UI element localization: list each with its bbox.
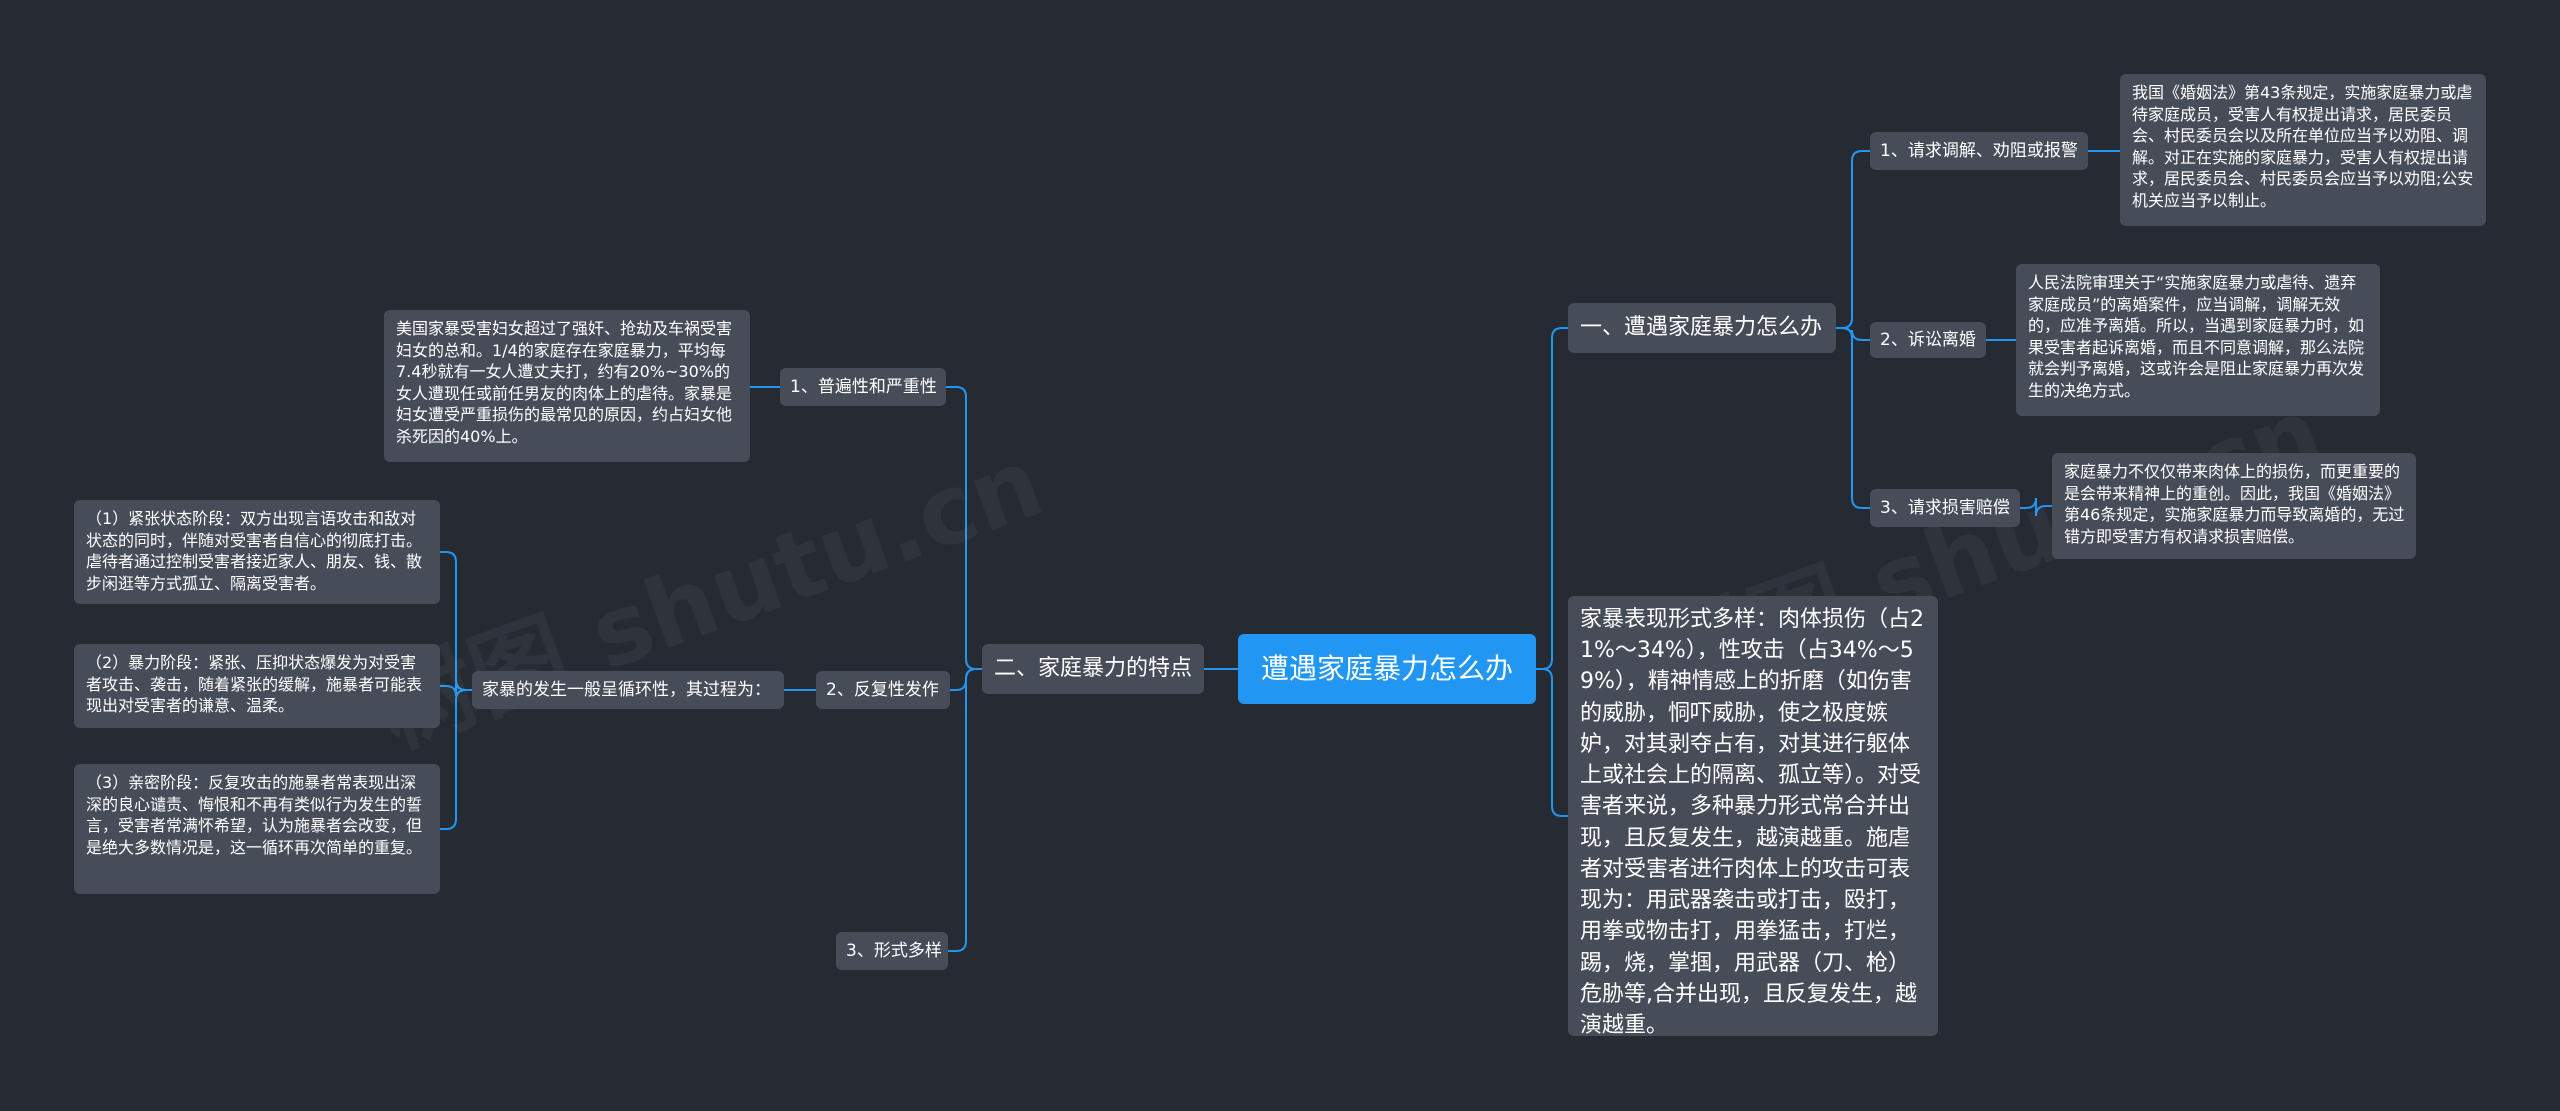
- edge-cycle-s2: [440, 679, 472, 697]
- edge-root-main2: [1536, 668, 1568, 817]
- main-topic-characteristics[interactable]: 二、家庭暴力的特点: [982, 644, 1204, 694]
- label-cycle: 家暴的发生一般呈循环性，其过程为：: [472, 671, 784, 709]
- text-stage-tension: （1）紧张状态阶段：双方出现言语攻击和敌对状态的同时，伴随对受害者自信心的彻底打…: [74, 500, 440, 604]
- root-topic[interactable]: 遭遇家庭暴力怎么办: [1238, 634, 1536, 704]
- label-divorce-suit[interactable]: 2、诉讼离婚: [1870, 322, 1986, 358]
- edge-main1-l3: [1836, 327, 1870, 509]
- main-topic-what-to-do[interactable]: 一、遭遇家庭暴力怎么办: [1568, 303, 1836, 353]
- edge-leftmain-l1: [946, 386, 982, 670]
- label-diverse-forms[interactable]: 3、形式多样: [836, 932, 948, 970]
- label-universality[interactable]: 1、普遍性和严重性: [780, 368, 946, 406]
- edge-leftmain-l3: [948, 668, 982, 952]
- edge-root-main1: [1536, 327, 1568, 670]
- edge-cycle-s3: [440, 689, 472, 830]
- text-divorce-suit: 人民法院审理关于“实施家庭暴力或虐待、遗弃家庭成员”的离婚案件，应当调解，调解无…: [2016, 264, 2380, 416]
- text-damage-compensation: 家庭暴力不仅仅带来肉体上的损伤，而更重要的是会带来精神上的重创。因此，我国《婚姻…: [2052, 453, 2416, 559]
- text-stage-intimacy: （3）亲密阶段：反复攻击的施暴者常表现出深深的良心谴责、悔恨和不再有类似行为发生…: [74, 764, 440, 894]
- violence-forms-text: 家暴表现形式多样：肉体损伤（占21%～34%），性攻击（占34%～59%），精神…: [1568, 596, 1938, 1038]
- label-damage-compensation[interactable]: 3、请求损害赔偿: [1870, 489, 2020, 527]
- label-request-mediation[interactable]: 1、请求调解、劝阻或报警: [1870, 132, 2088, 170]
- edge-l3-text: [2020, 497, 2052, 517]
- edge-main1-l1: [1836, 150, 1870, 329]
- label-recurrence[interactable]: 2、反复性发作: [816, 671, 950, 709]
- text-request-mediation: 我国《婚姻法》第43条规定，实施家庭暴力或虐待家庭成员，受害人有权提出请求，居民…: [2120, 74, 2486, 226]
- text-universality: 美国家暴受害妇女超过了强奸、抢劫及车祸受害妇女的总和。1/4的家庭存在家庭暴力，…: [384, 310, 750, 462]
- edge-cycle-s1: [440, 551, 472, 691]
- text-stage-violence: （2）暴力阶段：紧张、压抑状态爆发为对受害者攻击、袭击，随着紧张的缓解，施暴者可…: [74, 644, 440, 728]
